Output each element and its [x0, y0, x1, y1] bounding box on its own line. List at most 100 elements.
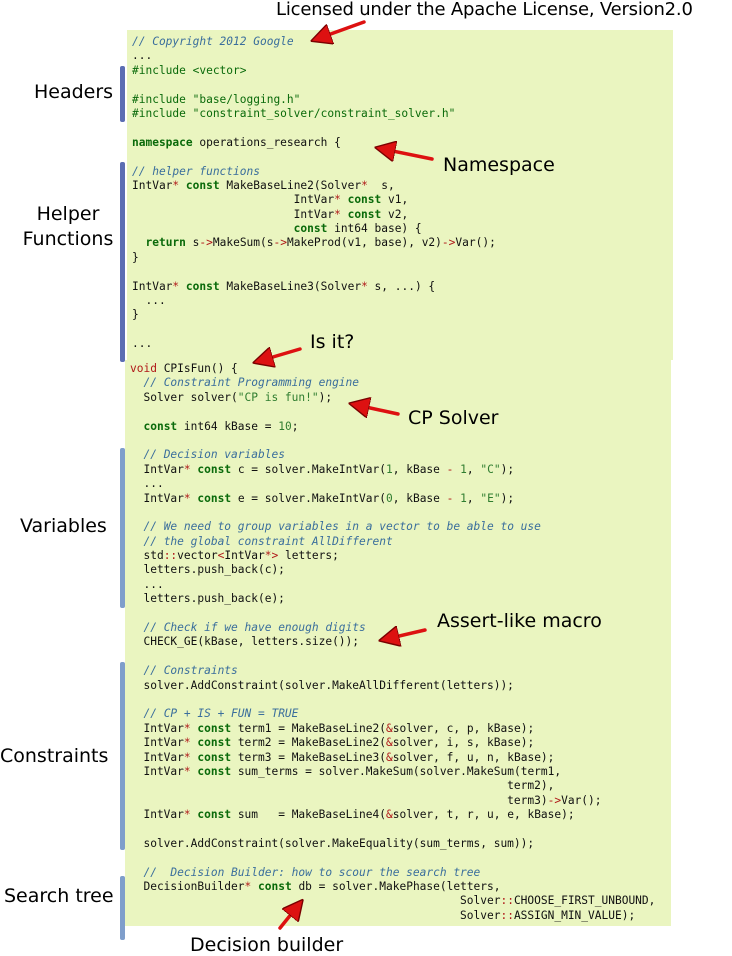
code-line: IntVar* const term2 = MakeBaseLine2(&sol…	[130, 736, 655, 750]
section-bar-variables	[120, 448, 125, 608]
code-token: const	[293, 222, 328, 236]
code-token: *	[183, 764, 191, 778]
arrow-namespace	[378, 148, 434, 159]
arrow-is-it	[256, 349, 302, 362]
code-token: term1 = MakeBaseLine2(	[231, 721, 386, 735]
annotation-decision-builder: Decision builder	[190, 934, 344, 956]
code-block-bottom: void CPIsFun() { // Constraint Programmi…	[130, 362, 655, 923]
code-line: IntVar* const sum = MakeBaseLine4(&solve…	[130, 808, 655, 822]
code-token: "C"	[480, 462, 501, 476]
code-token: Solver	[130, 908, 501, 922]
code-token: ->	[547, 793, 562, 807]
code-line: // the global constraint AllDifferent	[130, 535, 655, 549]
code-token: , kBase	[392, 491, 447, 505]
code-token: const	[185, 178, 220, 192]
arrow-assert-macro	[382, 630, 427, 640]
code-line: IntVar* const e = solver.MakeIntVar(0, k…	[130, 492, 655, 506]
code-token: term3 = MakeBaseLine3(	[231, 750, 386, 764]
section-bar-constraints	[120, 662, 125, 850]
code-line: Solver solver("CP is fun!");	[130, 391, 655, 405]
code-line: IntVar* const MakeBaseLine2(Solver* s,	[132, 179, 496, 193]
code-token: #include <vector>	[132, 63, 247, 77]
code-token: sum_terms = solver.MakeSum(solver.MakeSu…	[231, 764, 562, 778]
code-token: *	[334, 193, 341, 207]
code-line: IntVar* const v2,	[132, 208, 496, 222]
section-bar-headers	[120, 66, 125, 122]
code-token: );	[318, 390, 333, 404]
code-token: // Check if we have enough digits	[143, 621, 366, 635]
arrow-decision-builder	[278, 902, 301, 930]
code-token: const	[197, 764, 232, 778]
code-token: const	[197, 750, 232, 764]
code-token: Solver solver(	[130, 390, 238, 404]
code-token: const	[197, 808, 232, 822]
code-line: solver.AddConstraint(solver.MakeAllDiffe…	[130, 679, 655, 693]
code-token: const	[347, 193, 382, 207]
code-line: // Copyright 2012 Google	[132, 35, 496, 49]
code-token: term2),	[130, 779, 555, 793]
arrow-cp-solver	[352, 404, 400, 414]
code-line: const int64 base) {	[132, 222, 496, 236]
annotation-license: Licensed under the Apache License, Versi…	[276, 0, 693, 20]
code-token: ->	[199, 236, 213, 250]
code-token: IntVar	[132, 193, 335, 207]
code-token: &	[386, 736, 393, 750]
code-token: c = solver.MakeIntVar(	[231, 462, 386, 476]
code-line: Solver::CHOOSE_FIRST_UNBOUND,	[130, 894, 655, 908]
code-token: operations_research {	[192, 135, 341, 149]
code-token: MakeBaseLine3(Solver	[219, 279, 362, 293]
code-token: );	[500, 491, 515, 505]
code-line: IntVar* const term1 = MakeBaseLine2(&sol…	[130, 722, 655, 736]
code-token: // Decision variables	[143, 448, 285, 462]
code-line: // helper functions	[132, 165, 496, 179]
code-line: std::vector<IntVar*> letters;	[130, 549, 655, 563]
code-token: Var();	[455, 236, 496, 250]
section-label-search-tree: Search tree	[4, 885, 114, 907]
code-token: 1	[386, 462, 393, 476]
code-token: letters.push_back(c);	[130, 563, 285, 577]
code-token: }	[132, 308, 139, 322]
code-token: , kBase	[392, 462, 447, 476]
code-token: solver, i, s, kBase);	[392, 736, 535, 750]
code-line: term2),	[130, 779, 655, 793]
code-line: // Decision variables	[130, 448, 655, 462]
code-token: ,	[466, 462, 481, 476]
code-token: IntVar	[132, 279, 173, 293]
code-line: IntVar* const sum_terms = solver.MakeSum…	[130, 765, 655, 779]
code-token: ...	[130, 477, 164, 491]
code-line: }	[132, 308, 496, 322]
code-line: letters.push_back(c);	[130, 563, 655, 577]
code-token: &	[386, 808, 393, 822]
code-token: IntVar	[130, 750, 184, 764]
code-token: ::	[500, 894, 514, 908]
code-token: const	[258, 880, 292, 894]
annotation-assert-macro: Assert-like macro	[437, 610, 602, 632]
code-token: IntVar	[132, 207, 335, 221]
code-line: ...	[132, 294, 496, 308]
code-token: const	[347, 207, 382, 221]
code-token: IntVar	[130, 736, 184, 750]
code-line: letters.push_back(e);	[130, 592, 655, 606]
code-token: *	[183, 736, 191, 750]
code-token: -	[446, 462, 454, 476]
code-token: MakeSum(s	[212, 236, 274, 250]
annotation-cp-solver: CP Solver	[408, 407, 499, 429]
code-token: ...	[132, 294, 166, 308]
code-token: &	[386, 750, 393, 764]
code-token: Solver	[130, 894, 501, 908]
code-line: #include "constraint_solver/constraint_s…	[132, 107, 496, 121]
code-token: IntVar	[130, 721, 184, 735]
code-token: v1,	[381, 193, 409, 207]
code-token: solver, c, p, kBase);	[392, 721, 535, 735]
code-token: ...	[132, 49, 153, 63]
code-token: namespace	[132, 135, 193, 149]
code-token: IntVar	[132, 178, 173, 192]
code-token: IntVar	[224, 549, 265, 563]
code-token: *	[183, 721, 191, 735]
code-token: v2,	[381, 207, 409, 221]
code-token: void	[130, 362, 157, 375]
code-token: const	[197, 491, 232, 505]
code-token: *	[183, 750, 191, 764]
code-line: DecisionBuilder* const db = solver.MakeP…	[130, 880, 655, 894]
code-line: solver.AddConstraint(solver.MakeEquality…	[130, 837, 655, 851]
